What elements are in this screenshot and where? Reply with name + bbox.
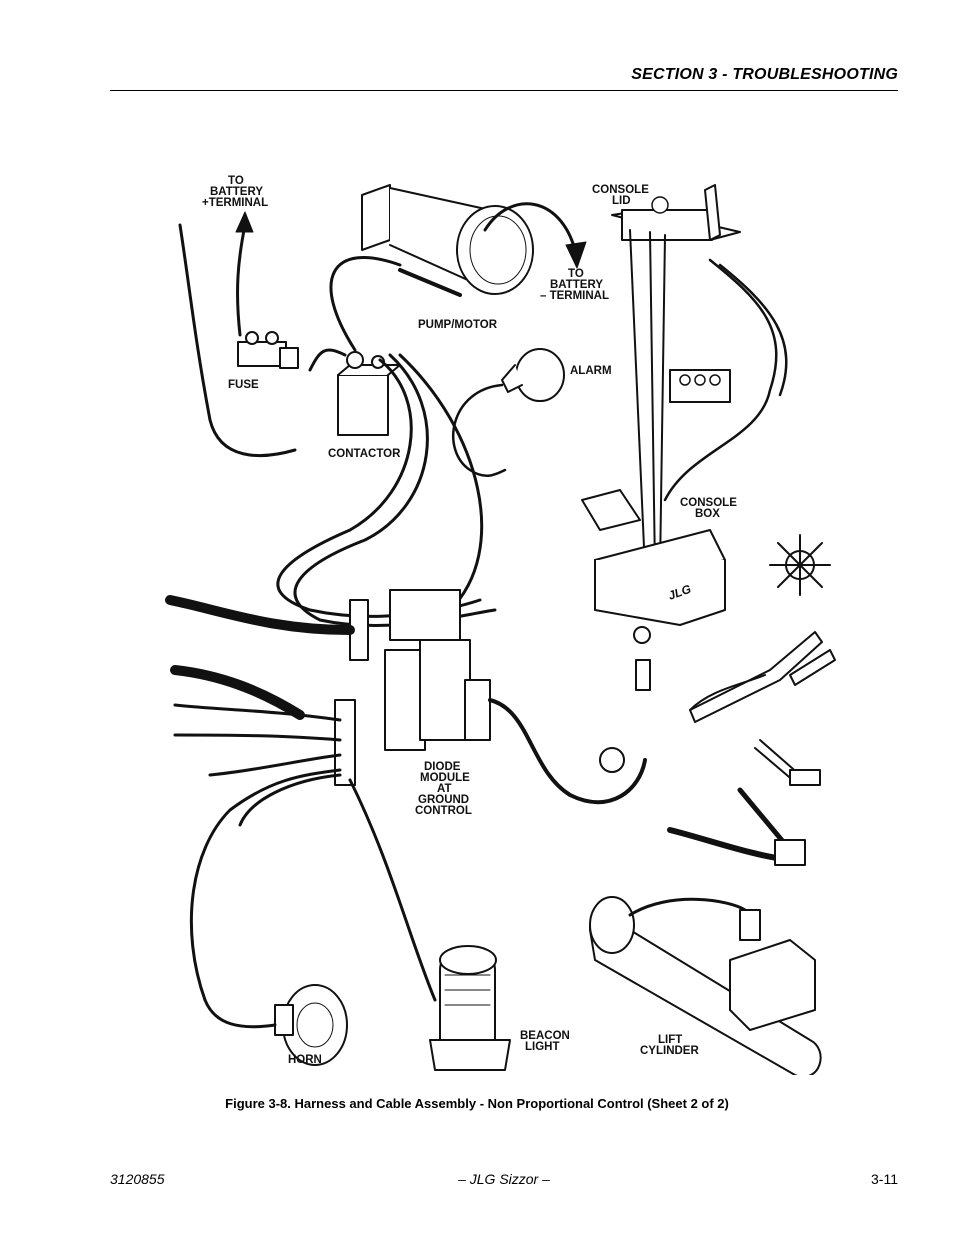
horn-part	[274, 984, 348, 1066]
console-lid-part	[611, 184, 741, 241]
label-console-box-1: CONSOLE	[680, 497, 737, 509]
alarm-cable	[452, 383, 507, 477]
battery-positive-arrow-cable	[236, 223, 247, 337]
contactor-part	[337, 351, 401, 436]
page-footer: 3120855 – JLG Sizzor – 3-11	[110, 1171, 898, 1191]
harness-illustration: TO BATTERY +TERMINAL TO BATTERY – TERMIN…	[165, 175, 836, 1075]
label-diode-5: CONTROL	[415, 805, 472, 817]
label-console-box-2: BOX	[695, 508, 720, 520]
beacon-light-part	[429, 945, 511, 1071]
label-fuse: FUSE	[228, 379, 259, 391]
battery-negative-cable	[483, 202, 577, 252]
page-header: SECTION 3 - TROUBLESHOOTING	[110, 64, 898, 91]
terminal-tool-part	[754, 739, 821, 786]
label-to-battery-pos-2: BATTERY	[210, 186, 263, 198]
console-box-part	[581, 489, 726, 626]
alarm-part	[501, 348, 565, 402]
label-contactor: CONTACTOR	[328, 448, 401, 460]
label-to-battery-pos-3: +TERMINAL	[202, 197, 268, 209]
label-console-lid-2: LID	[612, 195, 631, 207]
label-to-battery-neg-2: BATTERY	[550, 279, 603, 291]
label-diode-4: GROUND	[418, 794, 469, 806]
figure-caption: Figure 3-8. Harness and Cable Assembly -…	[225, 1096, 729, 1111]
battery-positive-cable	[178, 223, 297, 457]
label-alarm: ALARM	[570, 365, 612, 377]
label-lift-2: CYLINDER	[640, 1045, 699, 1057]
label-console-lid-1: CONSOLE	[592, 184, 649, 196]
label-beacon-2: LIGHT	[525, 1041, 560, 1053]
label-diode-1: DIODE	[424, 761, 461, 773]
label-to-battery-neg-3: – TERMINAL	[540, 290, 609, 302]
lift-cylinder-part	[589, 896, 822, 1075]
pump-motor-part	[361, 184, 534, 297]
label-diode-2: MODULE	[420, 772, 470, 784]
label-horn: HORN	[288, 1054, 322, 1066]
wire-stripper-part	[667, 787, 806, 866]
motor-contactor-cable	[329, 256, 402, 352]
label-to-battery-neg-1: TO	[568, 268, 584, 280]
diode-module-part	[334, 589, 491, 786]
label-pump-motor: PUMP/MOTOR	[418, 319, 498, 331]
label-beacon-1: BEACON	[520, 1030, 570, 1042]
harness-diagram: TO BATTERY +TERMINAL TO BATTERY – TERMIN…	[150, 170, 840, 1075]
label-diode-3: AT	[437, 783, 451, 795]
fuse-part	[237, 331, 299, 369]
diagram-labels: TO BATTERY +TERMINAL TO BATTERY – TERMIN…	[202, 175, 737, 1066]
label-lift-1: LIFT	[658, 1034, 682, 1046]
label-to-battery-pos-1: TO	[228, 175, 244, 187]
crimp-pliers-part	[689, 631, 836, 723]
pin-tool-part	[769, 534, 831, 596]
section-title: SECTION 3 - TROUBLESHOOTING	[631, 66, 898, 83]
page-number: 3-11	[871, 1171, 898, 1187]
doc-number: 3120855	[110, 1171, 165, 1187]
footer-title: – JLG Sizzor –	[458, 1171, 550, 1187]
